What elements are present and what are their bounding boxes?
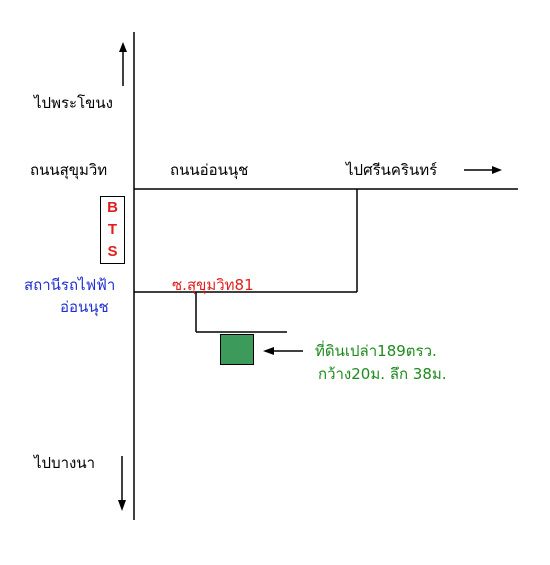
label-to-srinakarin: ไปศรีนครินทร์ bbox=[346, 161, 438, 179]
arrow-up-icon bbox=[119, 42, 127, 86]
bts-letter-t: T bbox=[107, 221, 118, 238]
label-on-nut-road: ถนนอ่อนนุช bbox=[170, 161, 249, 179]
label-sukhumvit-road: ถนนสุขุมวิท bbox=[30, 161, 108, 179]
label-soi-sukhumvit-81: ซ.สุขุมวิท81 bbox=[172, 276, 254, 294]
bts-letter-s: S bbox=[107, 243, 118, 260]
bts-letter-b: B bbox=[107, 199, 118, 216]
label-plot-dimensions: กว้าง20ม. ลึก 38ม. bbox=[318, 365, 447, 383]
arrow-down-icon bbox=[118, 456, 126, 511]
arrow-right-icon bbox=[464, 166, 502, 174]
label-station-line1: สถานีรถไฟฟ้า bbox=[24, 276, 116, 294]
label-to-bang-na: ไปบางนา bbox=[34, 454, 96, 472]
label-to-phra-khanong: ไปพระโขนง bbox=[34, 94, 113, 112]
label-plot-size: ที่ดินเปล่า189ตรว. bbox=[315, 342, 437, 360]
bts-station-box: B T S bbox=[100, 196, 125, 264]
vacant-land-plot bbox=[220, 334, 254, 365]
label-station-line2: อ่อนนุช bbox=[60, 298, 109, 316]
arrow-left-icon bbox=[263, 347, 303, 355]
